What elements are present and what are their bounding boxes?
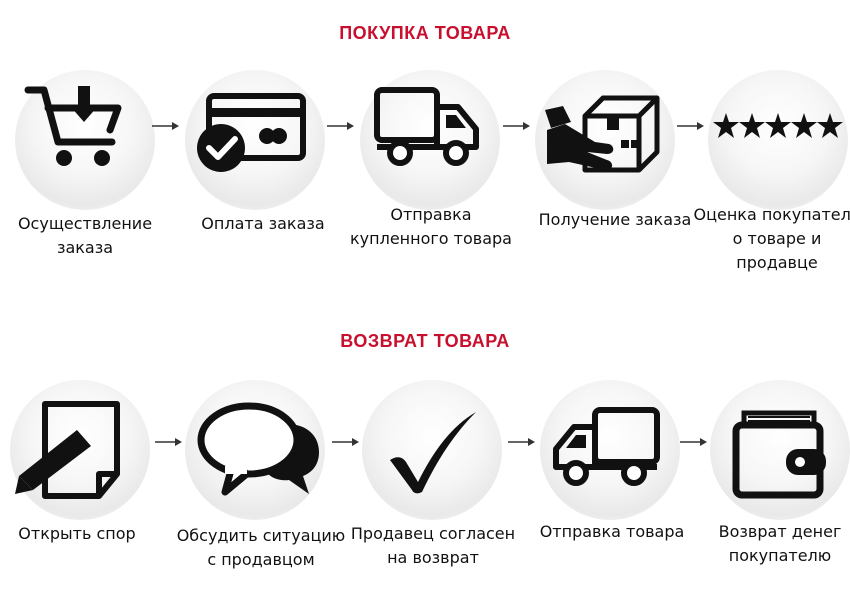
step-label: Возврат денег покупателю	[718, 522, 842, 565]
arrow-right-icon	[508, 438, 535, 446]
step-label: Осуществление заказа	[17, 214, 153, 257]
step-label: Отправка товара	[539, 522, 685, 541]
speech-bubbles-icon	[197, 402, 319, 496]
arrow-right-icon	[152, 122, 179, 130]
step-label: Обсудить ситуацию с продавцом	[176, 526, 346, 569]
arrow-right-icon	[332, 438, 359, 446]
step-label: Оплата заказа	[201, 214, 325, 233]
credit-card-check-icon	[197, 93, 306, 172]
hand-receiving-box-icon	[545, 95, 660, 173]
five-stars-icon	[713, 113, 843, 138]
document-pencil-icon	[15, 401, 120, 499]
arrow-right-icon	[503, 122, 530, 130]
checkmark-icon	[390, 412, 476, 494]
purchase-section-title: ПОКУПКА ТОВАРА	[339, 23, 511, 43]
cart-download-icon	[24, 86, 122, 166]
arrow-right-icon	[327, 122, 354, 130]
return-section-title: ВОЗВРАТ ТОВАРА	[340, 331, 510, 351]
step-label: Получение заказа	[538, 210, 692, 229]
step-label: Открыть спор	[18, 524, 136, 543]
wallet-icon	[732, 410, 826, 499]
step-circle	[708, 70, 848, 210]
step-label: Оценка покупателя о товаре и продавце	[693, 205, 850, 272]
delivery-truck-icon	[553, 407, 660, 486]
step-label: Продавец согласен на возврат	[350, 524, 516, 567]
delivery-truck-icon	[374, 87, 479, 166]
arrow-right-icon	[680, 438, 707, 446]
arrow-right-icon	[155, 438, 182, 446]
arrow-right-icon	[677, 122, 704, 130]
step-circle	[362, 380, 502, 520]
step-label: Отправка купленного товара	[350, 205, 512, 248]
